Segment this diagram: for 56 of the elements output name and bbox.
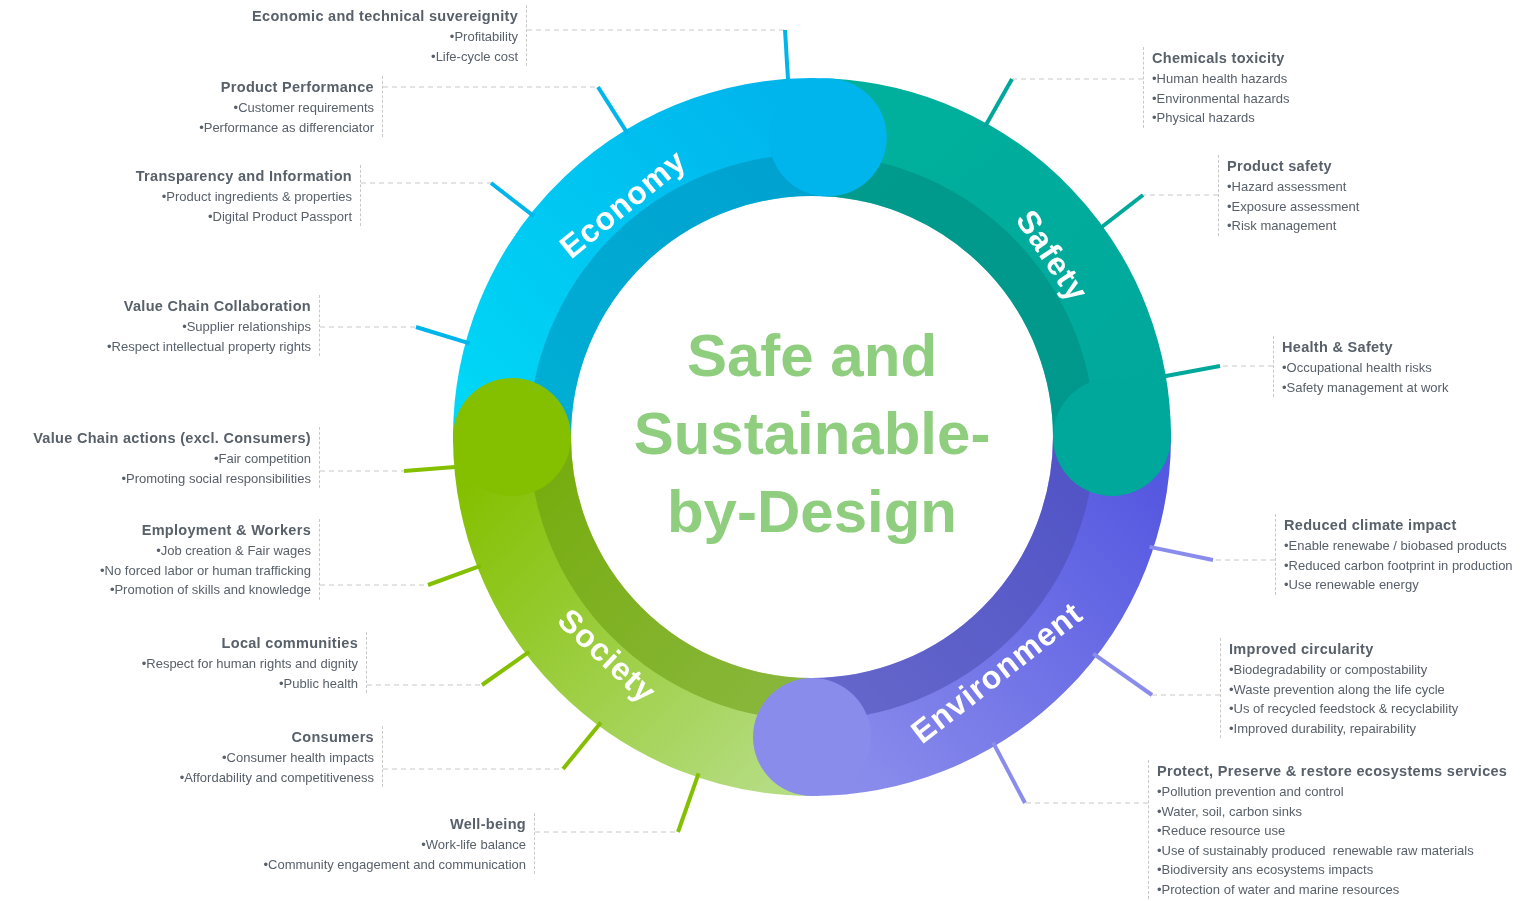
bullet-item: •Promoting social responsibilities <box>120 469 311 488</box>
bullet-item: •Waste prevention along the life cycle <box>1229 680 1446 699</box>
bullet-item: •Environmental hazards <box>1152 89 1290 108</box>
bullet-item: •Work-life balance <box>420 836 526 854</box>
bullet-item: •Public health <box>278 674 358 693</box>
bullet-item: •Pollution prevention and control <box>1157 783 1345 801</box>
topic-heading: Reduced climate impact <box>1284 516 1458 535</box>
bullet-item: •Water, soil, carbon sinks <box>1157 802 1303 821</box>
bullet-item: •Human health hazards <box>1152 70 1289 88</box>
bullet-item: •Enable renewabe / biobased products <box>1284 537 1508 555</box>
topic-heading: Local communities <box>220 634 358 653</box>
bullet-item: •Protection of water and marine resources <box>1157 880 1401 899</box>
bullet-item: •Digital Product Passport <box>207 207 352 226</box>
bullet-item: •Exposure assessment <box>1227 197 1360 216</box>
bullet-item: •Improved durability, repairability <box>1229 719 1418 738</box>
bullet-item: •Affordability and competitiveness <box>179 768 374 787</box>
bullet-item: •Life-cycle cost <box>430 47 518 66</box>
bullet-item: •Use renewable energy <box>1284 576 1420 594</box>
bullet-item: •Us of recycled feedstock & recyclability <box>1229 700 1459 718</box>
topic-heading: Value Chain actions (excl. Consumers) <box>33 429 311 448</box>
bullet-item: •Profitability <box>448 28 518 46</box>
bullet-item: •Biodiversity ans ecosystems impacts <box>1157 861 1375 879</box>
bullet-item: •Community engagement and communication <box>263 855 526 874</box>
topic-heading: Employment & Workers <box>140 521 311 540</box>
topic-heading: Product safety <box>1227 157 1333 176</box>
topic-heading: Consumers <box>290 728 374 747</box>
bullet-item: •Hazard assessment <box>1227 178 1348 196</box>
bullet-item: •Reduce resource use <box>1157 822 1287 840</box>
bullet-item: •Respect for human rights and dignity <box>141 655 358 673</box>
topic-heading: Improved circularity <box>1229 640 1375 659</box>
bullet-item: •Physical hazards <box>1152 109 1256 127</box>
topic-heading: Value Chain Collaboration <box>122 297 311 316</box>
bullet-item: •Occupational health risks <box>1282 359 1433 377</box>
bullet-item: •Risk management <box>1227 217 1338 235</box>
bullet-item: •Reduced carbon footprint in production <box>1284 556 1513 575</box>
center-title: Safe and Sustainable-by-Design <box>602 317 1022 551</box>
bullet-item: •Fair competition <box>212 450 311 468</box>
bullet-item: •Consumer health impacts <box>221 749 374 767</box>
bullet-item: •Promotion of skills and knowledge <box>108 581 311 599</box>
bullet-item: •Respect intellectual property rights <box>107 337 311 356</box>
bullet-item: •Job creation & Fair wages <box>155 542 311 560</box>
bullet-item: •Product ingredients & properties <box>160 188 352 206</box>
bullet-item: •Use of sustainably produced renewable raw materials <box>1157 841 1475 860</box>
bullet-item: •No forced labor or human trafficking <box>100 561 311 580</box>
topic-heading: Well-being <box>448 815 526 834</box>
topic-heading: Health & Safety <box>1282 338 1394 357</box>
bullet-item: •Performance as differenciator <box>199 118 374 137</box>
topic-heading: Product Performance <box>219 78 374 97</box>
topic-heading: Protect, Preserve & restore ecosystems services <box>1157 762 1508 781</box>
bullet-item: •Safety management at work <box>1282 378 1449 397</box>
topic-heading: Transparency and Information <box>135 167 352 186</box>
topic-heading: Economic and technical suvereignity <box>252 7 518 26</box>
bullet-item: •Customer requirements <box>232 99 374 117</box>
topic-heading: Chemicals toxicity <box>1152 49 1286 68</box>
bullet-item: •Supplier relationships <box>181 318 311 336</box>
bullet-item: •Biodegradability or compostability <box>1229 661 1429 679</box>
